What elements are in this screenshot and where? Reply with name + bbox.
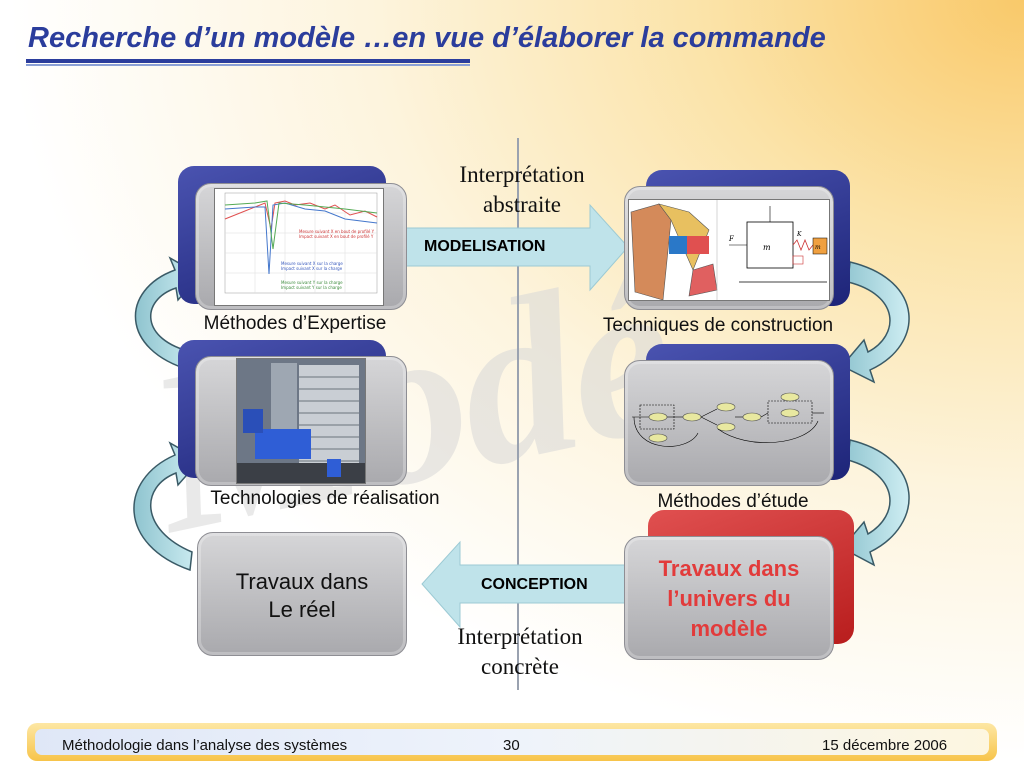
svg-text:Mesure suivant X sur la charge: Mesure suivant X sur la charge bbox=[281, 261, 343, 266]
footer-title: Méthodologie dans l’analyse des systèmes bbox=[62, 737, 348, 754]
label-techniques: Techniques de construction bbox=[602, 315, 834, 336]
right-cycle-arrow-upper bbox=[840, 261, 910, 384]
svg-text:Impact suivant X sur la charge: Impact suivant X sur la charge bbox=[281, 266, 343, 271]
svg-text:Impact suivant Y sur la charge: Impact suivant Y sur la charge bbox=[281, 285, 342, 290]
travaux-modele-line3: modèle bbox=[690, 616, 768, 641]
modelisation-label: MODELISATION bbox=[424, 238, 546, 255]
travaux-reel-line2: Le réel bbox=[268, 597, 336, 622]
label-methodes-etude: Méthodes d’étude bbox=[657, 491, 809, 512]
mechanical-model-image: m F K m bbox=[628, 199, 830, 301]
svg-text:Impact suivant X en bout de pr: Impact suivant X en bout de profilé Y bbox=[299, 234, 374, 239]
interp-abstraite-line2: abstraite bbox=[483, 192, 561, 217]
title-underline-light bbox=[26, 64, 470, 66]
expertise-chart-image: Mesure suivant X en bout de profilé Y Im… bbox=[214, 188, 384, 306]
model-spring-label: K bbox=[796, 231, 802, 238]
model-mass-label: m bbox=[763, 243, 771, 252]
label-technologies: Technologies de réalisation bbox=[210, 488, 440, 509]
right-cycle-arrow-lower bbox=[840, 439, 910, 567]
modelisation-arrow bbox=[404, 203, 629, 292]
box-methodes-etude bbox=[624, 360, 834, 486]
interp-concrete-line1: Interprétation bbox=[457, 624, 583, 649]
center-divider bbox=[517, 138, 519, 690]
svg-text:Mesure suivant X en bout de pr: Mesure suivant X en bout de profilé Y bbox=[299, 229, 375, 234]
svg-text:Mesure suivant Y sur la charge: Mesure suivant Y sur la charge bbox=[281, 280, 343, 285]
box-expertise: Mesure suivant X en bout de profilé Y Im… bbox=[195, 183, 407, 310]
travaux-modele-line1: Travaux dans bbox=[658, 556, 800, 581]
footer-bar bbox=[27, 723, 997, 761]
title-underline bbox=[26, 59, 470, 63]
label-methodes-expertise: Méthodes d’Expertise bbox=[203, 313, 387, 334]
travaux-reel-line1: Travaux dans bbox=[235, 569, 369, 594]
bond-graph-image bbox=[628, 383, 828, 457]
interp-concrete-line2: concrète bbox=[481, 654, 559, 679]
slide-title: Recherche d’un modèle …en vue d’élaborer… bbox=[28, 22, 826, 54]
model-force-label: F bbox=[728, 235, 735, 243]
travaux-modele-line2: l’univers du bbox=[667, 586, 791, 611]
conception-label: CONCEPTION bbox=[481, 576, 588, 593]
box-technologies bbox=[195, 356, 407, 486]
machine-photo bbox=[236, 358, 366, 484]
box-techniques: m F K m bbox=[624, 186, 834, 310]
interp-abstraite-line1: Interprétation bbox=[459, 162, 585, 187]
model-mass2-label: m bbox=[815, 244, 821, 251]
box-travaux-modele: Travaux dans l’univers du modèle bbox=[624, 536, 834, 660]
conception-arrow bbox=[421, 540, 626, 629]
footer-page-number: 30 bbox=[503, 737, 520, 754]
footer-date: 15 décembre 2006 bbox=[822, 737, 948, 754]
box-travaux-reel: Travaux dans Le réel bbox=[197, 532, 407, 656]
